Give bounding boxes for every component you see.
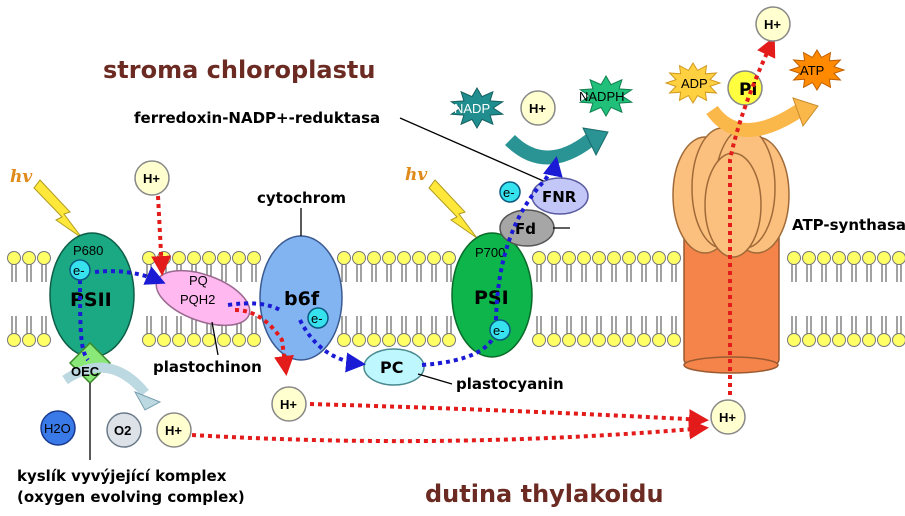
oec-label-1: kyslík vyvýjející komplex xyxy=(17,467,227,485)
proton-path-atpase xyxy=(728,36,776,395)
proton-stroma-psii xyxy=(134,160,170,196)
proton-lumen-pq xyxy=(271,386,307,422)
adp-star xyxy=(664,62,722,104)
nadp-proton xyxy=(520,90,556,126)
nadp-arrow xyxy=(505,134,595,165)
electron-fd xyxy=(499,181,521,203)
o2-molecule xyxy=(106,412,142,448)
svg-text:H+: H+ xyxy=(143,171,160,186)
nadph-label: NADPH xyxy=(579,89,625,104)
svg-text:O2: O2 xyxy=(114,423,131,438)
fnr-name: FNR xyxy=(542,188,577,206)
lightning-psii xyxy=(33,179,83,239)
pc-name-label: plastocyanin xyxy=(456,375,564,393)
light-psi: hv xyxy=(405,165,428,185)
lumen-title: dutina thylakoidu xyxy=(425,480,664,508)
atp-synthase-label: ATP-synthasa xyxy=(792,216,905,234)
electron-psii xyxy=(69,259,91,281)
cytochrome-label: cytochrom xyxy=(257,189,346,207)
stroma-title: stroma chloroplastu xyxy=(103,56,375,84)
pc-label: PC xyxy=(380,358,403,377)
psi-complex xyxy=(451,232,533,358)
fnr-label: ferredoxin-NADP+-reduktasa xyxy=(134,109,380,127)
svg-text:e-: e- xyxy=(73,263,85,278)
svg-text:H+: H+ xyxy=(165,423,182,438)
electron-path-pq xyxy=(94,266,166,285)
thylakoid-membrane xyxy=(7,251,905,347)
psi-pigment: P700 xyxy=(475,245,505,260)
svg-text:H+: H+ xyxy=(764,17,781,32)
pi-label: Pi xyxy=(739,80,757,100)
fd-label: Fd xyxy=(515,220,536,238)
oec-abbr: OEC xyxy=(71,364,100,379)
svg-text:H+: H+ xyxy=(280,397,297,412)
atp-star xyxy=(788,49,846,91)
nadp-label: NADP xyxy=(454,101,490,116)
adp-label: ADP xyxy=(681,76,708,91)
svg-text:e-: e- xyxy=(311,311,323,326)
proton-path-pq xyxy=(234,308,294,376)
nadp-star xyxy=(449,87,505,129)
psii-pigment: P680 xyxy=(73,243,103,258)
proton-path-lumen-2 xyxy=(191,419,709,444)
proton-lumen-atpase xyxy=(710,399,746,435)
light-psii: hv xyxy=(10,167,33,187)
oec-label-2: (oxygen evolving complex) xyxy=(17,488,245,506)
svg-text:H+: H+ xyxy=(529,101,546,116)
h2o-molecule xyxy=(40,410,76,446)
proton-path-lumen-1 xyxy=(309,402,709,430)
nadph-star xyxy=(578,75,634,117)
psi-label: PSI xyxy=(474,287,509,309)
proton-stroma-atpase xyxy=(755,6,791,42)
proton-water xyxy=(156,412,192,448)
svg-text:H+: H+ xyxy=(719,410,736,425)
pi-circle xyxy=(727,70,763,106)
electron-path-psii xyxy=(78,271,90,362)
pq-label: PQ xyxy=(189,273,208,288)
pqh2-label: PQH2 xyxy=(180,292,215,307)
electron-psi xyxy=(489,319,511,341)
svg-text:H2O: H2O xyxy=(44,421,71,436)
cytochrome-name: b6f xyxy=(284,288,320,310)
svg-text:e-: e- xyxy=(493,323,505,338)
electron-cyt xyxy=(307,307,329,329)
pq-name-label: plastochinon xyxy=(153,358,262,376)
lightning-psi xyxy=(428,179,478,239)
electron-path-fnr xyxy=(494,156,563,321)
electron-path-pc xyxy=(298,319,366,373)
psii-label: PSII xyxy=(70,289,112,311)
atp-arrow xyxy=(706,104,804,137)
svg-text:e-: e- xyxy=(503,185,515,200)
atp-label: ATP xyxy=(800,63,824,78)
water-arrow xyxy=(62,362,149,397)
